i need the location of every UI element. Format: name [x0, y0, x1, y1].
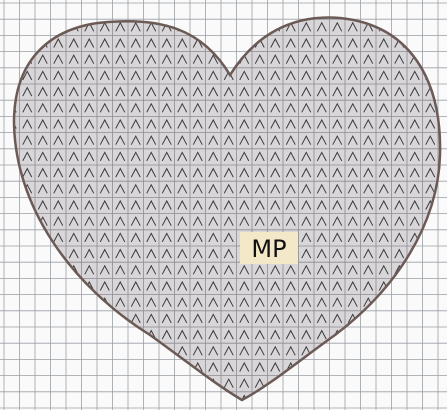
- initials-label: MP: [251, 235, 286, 263]
